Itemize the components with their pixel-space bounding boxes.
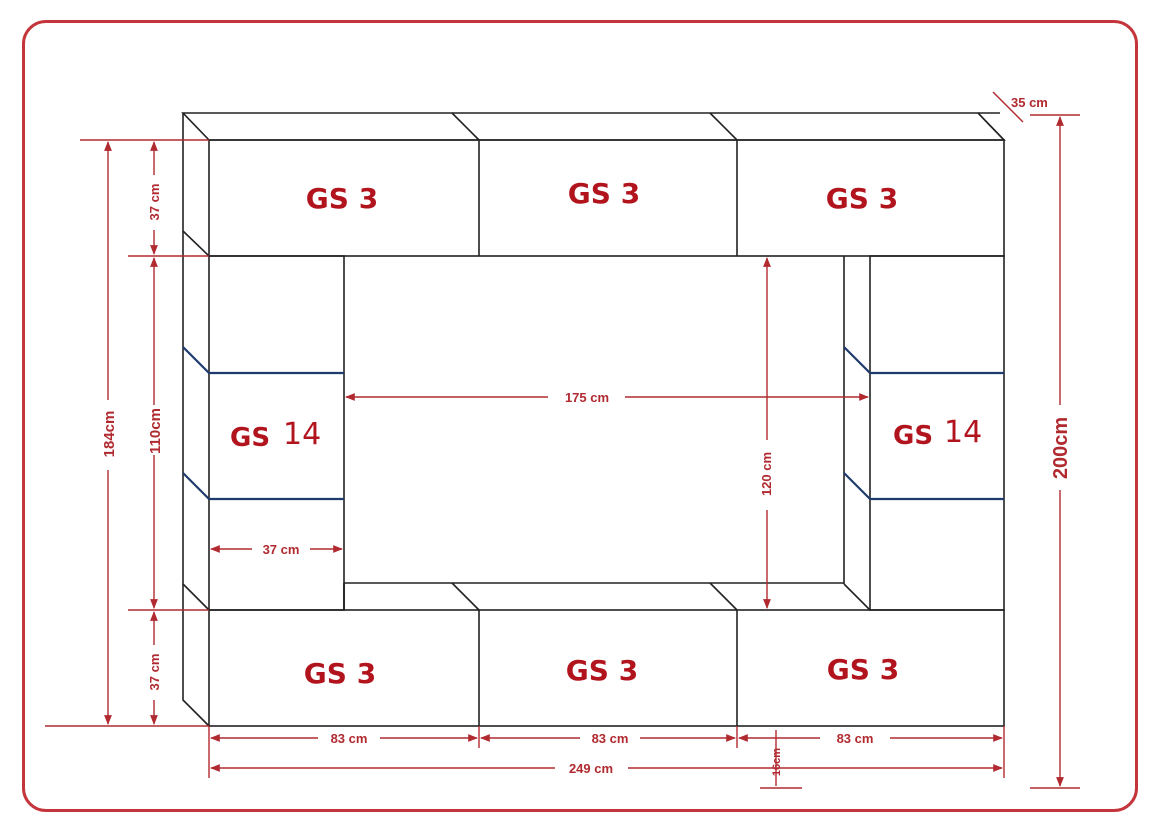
dim-total-width: 249 cm — [569, 761, 613, 776]
cabinet-outline — [181, 112, 1006, 727]
top-row-side-face — [182, 113, 210, 257]
dim-depth: 35 cm — [1011, 95, 1048, 110]
dim-cell-width-2: 83 cm — [592, 731, 629, 746]
label-left-gs14-number: 14 — [283, 417, 321, 452]
label-right-gs14-prefix: GS — [893, 421, 933, 451]
diagram-frame — [22, 20, 1138, 812]
label-top-middle: GS 3 — [568, 177, 640, 210]
dim-bottom-row-height: 37 cm — [147, 654, 162, 691]
dimension-lines — [45, 91, 1080, 789]
label-top-right: GS 3 — [826, 182, 898, 215]
dim-tv-width: 175 cm — [565, 390, 609, 405]
dim-cell-width-3: 83 cm — [837, 731, 874, 746]
module-labels: GS 3 GS 3 GS 3 GS 3 GS 3 GS 3 GS 14 GS 1… — [230, 177, 982, 690]
dim-cell-width-1: 83 cm — [331, 731, 368, 746]
label-left-gs14-prefix: GS — [230, 423, 270, 453]
led-strips — [182, 346, 1004, 501]
label-bottom-middle: GS 3 — [566, 654, 638, 687]
label-right-gs14-number: 14 — [944, 415, 982, 450]
label-bottom-right: GS 3 — [827, 653, 899, 686]
top-row-top-face — [181, 112, 1006, 141]
label-top-left: GS 3 — [306, 182, 378, 215]
dim-plinth: 16cm — [771, 748, 783, 776]
bottom-row-side-face — [182, 584, 210, 727]
dim-tv-height: 120 cm — [759, 452, 774, 496]
top-row-front — [208, 139, 1005, 257]
right-column-front — [869, 255, 1005, 611]
label-bottom-left: GS 3 — [304, 657, 376, 690]
dim-total-height-left: 184cm — [101, 411, 118, 458]
dim-side-width: 37 cm — [263, 542, 300, 557]
left-column-side-face — [182, 231, 210, 611]
bottom-row-front — [208, 609, 1005, 727]
dim-middle-height: 110cm — [147, 408, 164, 454]
dim-top-row-height: 37 cm — [147, 184, 162, 221]
dim-total-height-right: 200cm — [1050, 417, 1072, 479]
dimension-labels: 35 cm 200cm 184cm 37 cm 110cm 37 cm 175 … — [101, 95, 1072, 776]
